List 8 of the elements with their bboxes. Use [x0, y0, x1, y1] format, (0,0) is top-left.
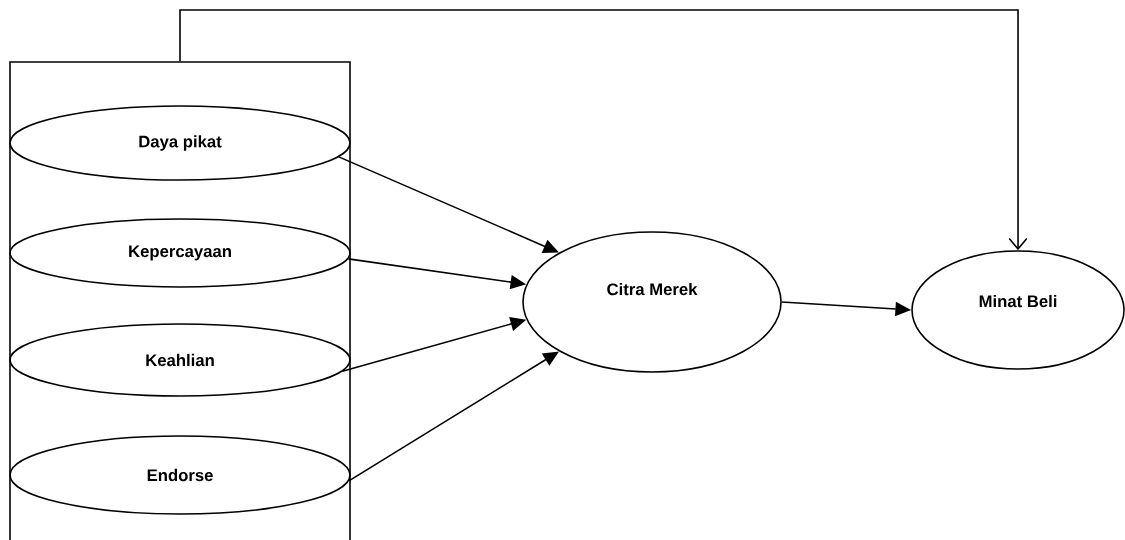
arrow [179, 9, 1028, 251]
group-box [9, 61, 351, 540]
ellipse-node: Endorse [9, 435, 351, 515]
ellipse-node: Keahlian [9, 323, 351, 397]
ellipse-node: Kepercayaan [9, 218, 351, 288]
ellipse-node: Daya pikat [9, 105, 351, 181]
ellipse-node: Citra Merek [522, 231, 782, 373]
ellipse-node: Minat Beli [911, 250, 1125, 370]
